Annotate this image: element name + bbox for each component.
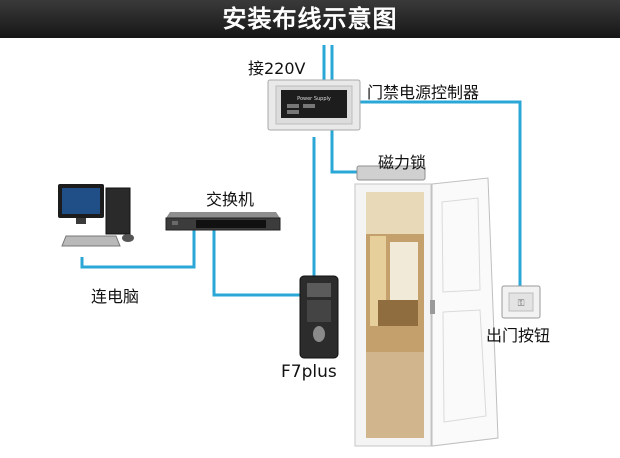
monitor-stand [76,218,86,224]
pc-tower [106,188,130,234]
door-view-window [390,242,418,302]
door-view-ceiling [366,192,424,234]
f7plus-terminal-device [300,276,338,358]
power-supply-label: 门禁电源控制器 [367,79,479,103]
power-supply-box: Power Supply [268,80,360,130]
wire-switch-to-terminal [214,230,300,295]
computer-device [58,184,134,246]
terminal-keypad [307,300,331,322]
power-input-label: 接220V [248,55,306,79]
computer-label: 连电脑 [91,283,139,307]
magnetic-lock-label: 磁力锁 [378,149,426,173]
key-icon: ⚿ [518,299,525,309]
door [355,178,498,446]
power-supply-panel-text: Power Supply [297,96,331,102]
network-switch-label: 交换机 [206,186,254,210]
door-handle-icon [430,300,435,314]
keyboard [62,236,120,246]
network-switch-device [166,212,280,230]
mouse [122,234,134,242]
door-view-floor [366,352,424,438]
exit-button-label: 出门按钮 [486,322,550,346]
terminal-screen [307,283,331,297]
fingerprint-sensor-icon [313,326,325,342]
monitor-screen [62,188,100,214]
access-terminal-label: F7plus [281,362,337,382]
wire-power-to-lock [332,130,357,172]
exit-button-device: ⚿ [502,286,540,318]
door-view-sofa [378,300,418,326]
